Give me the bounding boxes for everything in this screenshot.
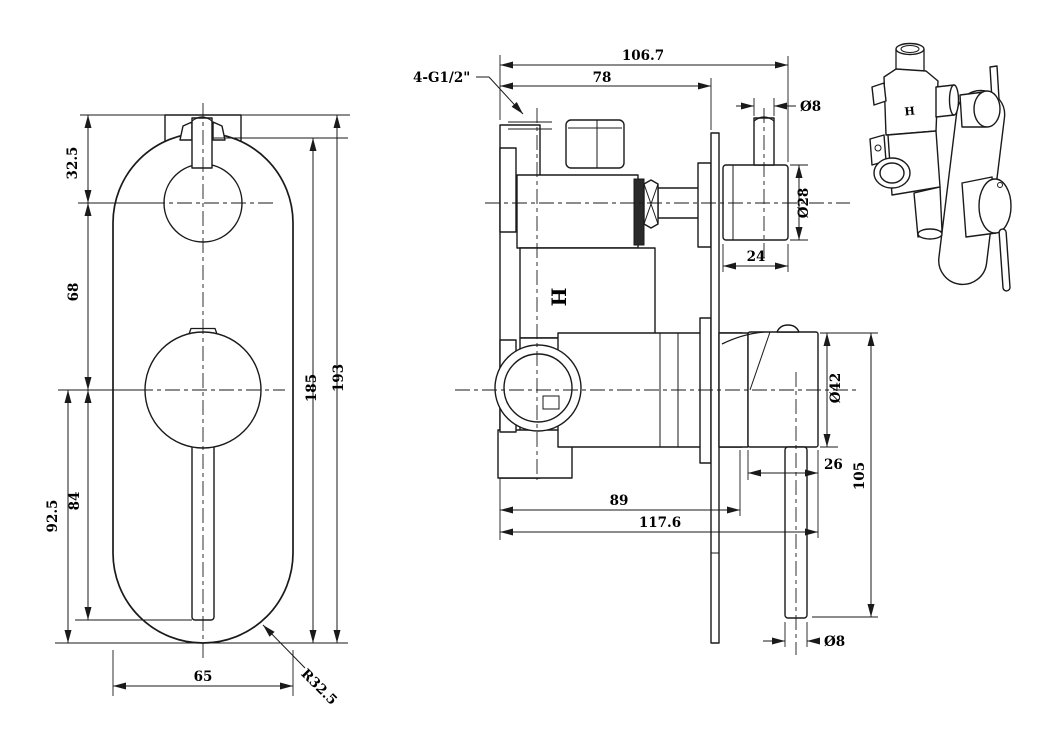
dim-label-knob-spacing: 68	[66, 283, 82, 302]
side-upper-housing	[516, 174, 639, 249]
front-cap-dome	[191, 116, 213, 122]
front-cap-right-wing	[212, 121, 226, 141]
side-left-notch-upper	[499, 147, 517, 233]
front-cap-stem	[191, 117, 213, 169]
side-handle-cap	[776, 324, 800, 333]
iso-diverter-knob-face	[973, 90, 1001, 128]
side-view: 4-G1/2" 106.7 78 Ø8 Ø28 24 Ø42 26 105 89…	[413, 48, 878, 655]
dim-label-overall-height: 193	[331, 364, 347, 392]
iso-bracket-tab-upper	[871, 82, 887, 106]
side-trim-plate-edge	[710, 132, 720, 644]
iso-side-port-thread	[879, 162, 905, 184]
dim-label-lever-length: 84	[67, 492, 83, 511]
side-inlet-port-thread	[503, 353, 573, 423]
side-lower-escutcheon	[699, 317, 712, 464]
dim-label-total-depth: 117.6	[639, 515, 681, 531]
side-top-port	[565, 119, 625, 169]
thread-callout-label: 4-G1/2"	[413, 70, 470, 86]
side-seal-stack	[633, 178, 645, 246]
hot-marking-label: H	[547, 288, 571, 307]
dim-label-knob-diameter: Ø28	[796, 188, 812, 219]
dim-label-overall-depth: 106.7	[622, 48, 664, 64]
dim-label-handle-length: 26	[824, 457, 843, 473]
dim-label-corner-radius: R32.5	[298, 666, 341, 709]
side-inlet-notch	[542, 395, 560, 410]
thread-leader	[488, 76, 524, 115]
dim-label-lever-drop: 105	[852, 462, 868, 490]
dim-label-lower-half: 92.5	[45, 500, 61, 533]
dim-label-knob-length: 24	[747, 249, 766, 265]
iso-view: H	[869, 42, 1012, 292]
side-upper-escutcheon	[697, 162, 712, 248]
iso-diverter-pin	[989, 65, 1000, 101]
iso-stub-face	[948, 84, 960, 116]
dim-label-plate-width: 65	[194, 669, 213, 685]
dim-label-handle-diameter: Ø42	[828, 373, 844, 404]
iso-hot-marking: H	[904, 105, 916, 119]
iso-lever-rod	[998, 228, 1011, 292]
iso-bottom-port	[913, 186, 943, 238]
dim-label-top-offset: 32.5	[65, 147, 81, 180]
iso-mixer-handle-face	[978, 178, 1012, 234]
dim-label-body-depth: 89	[610, 493, 629, 509]
dim-label-lever-diameter: Ø8	[824, 634, 845, 650]
iso-upper-body	[883, 68, 939, 136]
iso-bottom-port-face	[917, 228, 943, 240]
dim-label-plate-height: 185	[304, 374, 320, 402]
dim-label-pin-diameter: Ø8	[800, 99, 821, 115]
front-view: 32.5 68 84 92.5 185 193 65 R32.5	[45, 103, 350, 708]
side-mid-body	[519, 247, 656, 339]
radius-leader	[262, 624, 306, 669]
side-mixer-handle	[747, 331, 819, 448]
dim-label-depth-to-wall: 78	[593, 70, 612, 86]
